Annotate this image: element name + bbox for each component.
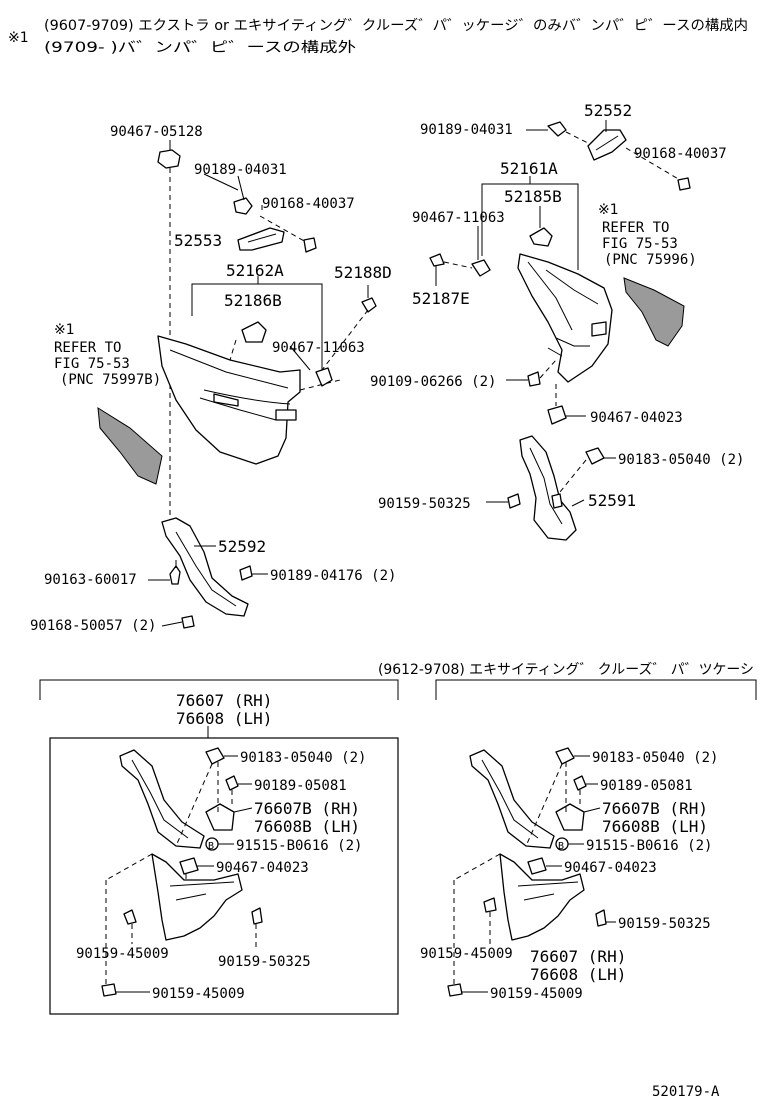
label-90189-04031: 90189-04031 xyxy=(194,162,287,178)
clip-90467-05128-shape xyxy=(157,149,181,169)
label-r2-90159-45009b: 90159-45009 xyxy=(490,986,583,1002)
clip-90467-11063-r-shape xyxy=(471,259,491,277)
ref-right-line-3: (PNC 75996) xyxy=(604,252,697,268)
label-52188D: 52188D xyxy=(334,263,392,282)
bracket-52553-shape xyxy=(237,227,285,251)
label-r2-91515: 91515-B0616 (2) xyxy=(586,838,712,854)
label-l-90189-05081: 90189-05081 xyxy=(254,778,347,794)
label-r-90168-40037: 90168-40037 xyxy=(634,146,727,162)
lower-note: (9612-9708) エキサイティング゛ クルーズ゛ パ゛ツケーシ xyxy=(378,662,754,678)
bracket-52592-shape xyxy=(161,517,249,617)
label-r2-90189-05081: 90189-05081 xyxy=(600,778,693,794)
mudguard-assembly-left xyxy=(101,747,263,997)
label-l-90159-45009b: 90159-45009 xyxy=(152,986,245,1002)
ref-right-line-2: FIG 75-53 xyxy=(602,236,678,252)
bracket-52552-shape xyxy=(587,129,627,161)
clip-90467-04023-r-shape xyxy=(547,405,567,425)
label-r2-76608B: 76608B (LH) xyxy=(602,817,708,836)
ref-left-line-2: FIG 75-53 xyxy=(54,356,130,372)
label-90467-05128: 90467-05128 xyxy=(110,124,203,140)
ref-mark-left: ※1 xyxy=(54,322,75,338)
label-52592: 52592 xyxy=(218,537,266,556)
ref-piece-75997B-shape xyxy=(97,407,163,485)
label-52187E: 52187E xyxy=(412,289,470,308)
ref-piece-75996-shape xyxy=(623,277,685,347)
label-l-91515: 91515-B0616 (2) xyxy=(236,838,362,854)
label-90467-11063: 90467-11063 xyxy=(272,340,365,356)
label-52185B: 52185B xyxy=(504,187,562,206)
ref-left-line-1: REFER TO xyxy=(54,340,121,356)
label-l-76608B: 76608B (LH) xyxy=(254,817,360,836)
label-90168-50057: 90168-50057 (2) xyxy=(30,618,156,634)
label-90109-06266: 90109-06266 (2) xyxy=(370,374,496,390)
label-l-76607B: 76607B (RH) xyxy=(254,799,360,818)
bolt-90168-40037-r-shape xyxy=(677,177,691,191)
label-52553: 52553 xyxy=(174,231,222,250)
label-l-90159-45009a: 90159-45009 xyxy=(76,946,169,962)
label-52552: 52552 xyxy=(584,101,632,120)
label-r-90189-04031: 90189-04031 xyxy=(420,122,513,138)
note-mark: ※1 xyxy=(8,30,29,46)
assy-label-lh: 76608 (LH) xyxy=(176,709,272,728)
label-r2-assy-lh: 76608 (LH) xyxy=(530,965,626,984)
ref-mark-right: ※1 xyxy=(598,202,619,218)
label-52162A: 52162A xyxy=(226,261,284,280)
label-90163-60017: 90163-60017 xyxy=(44,572,137,588)
clip-90467-11063-shape xyxy=(315,367,333,387)
label-r2-90159-45009a: 90159-45009 xyxy=(420,946,513,962)
clip-52187E-shape xyxy=(429,253,445,267)
bracket-52591-shape xyxy=(519,435,577,541)
clip-90189-04031-shape xyxy=(233,197,253,215)
mudguard-left-shape xyxy=(151,853,243,941)
mudguard-assembly-right xyxy=(447,747,616,997)
clip-52188D-shape xyxy=(361,297,377,313)
assy-label-rh: 76607 (RH) xyxy=(176,691,272,710)
retainer-52186B-shape xyxy=(241,321,267,343)
label-r2-90467-04023: 90467-04023 xyxy=(564,860,657,876)
bolt-90168-40037-shape xyxy=(303,237,317,253)
screw-90159-50325-r-shape xyxy=(507,493,521,509)
label-52591: 52591 xyxy=(588,491,636,510)
lower-section: (9612-9708) エキサイティング゛ クルーズ゛ パ゛ツケーシ 76607… xyxy=(39,662,757,1015)
label-52186B: 52186B xyxy=(224,291,282,310)
clip-90189-04031-r-shape xyxy=(547,121,567,137)
upper-left-group: 90467-05128 90189-04031 90168-40037 5255… xyxy=(30,124,396,634)
label-l-90183-05040: 90183-05040 (2) xyxy=(240,750,366,766)
ref-right-line-1: REFER TO xyxy=(602,220,669,236)
nut-90183-05040-r-shape xyxy=(585,447,605,465)
label-r2-90183-05040: 90183-05040 (2) xyxy=(592,750,718,766)
header-line-2: (9709- )バ゛ンパ゛ピ゛ースの構成外 xyxy=(44,40,356,56)
label-l-b-mark: B xyxy=(208,841,214,852)
label-r2-90159-50325: 90159-50325 xyxy=(618,916,711,932)
ref-left-line-3: (PNC 75997B) xyxy=(60,372,161,388)
label-r-90467-04023: 90467-04023 xyxy=(590,410,683,426)
label-l-90467-04023: 90467-04023 xyxy=(216,860,309,876)
label-r2-assy-rh: 76607 (RH) xyxy=(530,947,626,966)
label-l-90159-50325: 90159-50325 xyxy=(218,954,311,970)
label-52161A: 52161A xyxy=(500,159,558,178)
retainer-52185B-shape xyxy=(529,227,553,247)
bolt-90109-06266-shape xyxy=(527,371,541,387)
label-90168-40037: 90168-40037 xyxy=(262,196,355,212)
upper-right-group: 90189-04031 52552 90168-40037 52161A 521… xyxy=(370,101,744,541)
label-r2-76607B: 76607B (RH) xyxy=(602,799,708,818)
label-r2-b-mark: B xyxy=(558,841,564,852)
label-r-90183-05040: 90183-05040 (2) xyxy=(618,452,744,468)
header-line-1: (9607-9709) エクストラ or エキサイティング゛クルーズ゛パ゛ッケー… xyxy=(44,18,748,34)
label-r-90159-50325: 90159-50325 xyxy=(378,496,471,512)
label-90189-04176: 90189-04176 (2) xyxy=(270,568,396,584)
front-bumper-cover-52161A-shape xyxy=(517,253,613,383)
mudguard-right-shape xyxy=(499,853,585,941)
label-r-90467-11063: 90467-11063 xyxy=(412,210,505,226)
figure-code: 520179-A xyxy=(652,1084,720,1100)
assy-box-left xyxy=(49,737,399,1015)
